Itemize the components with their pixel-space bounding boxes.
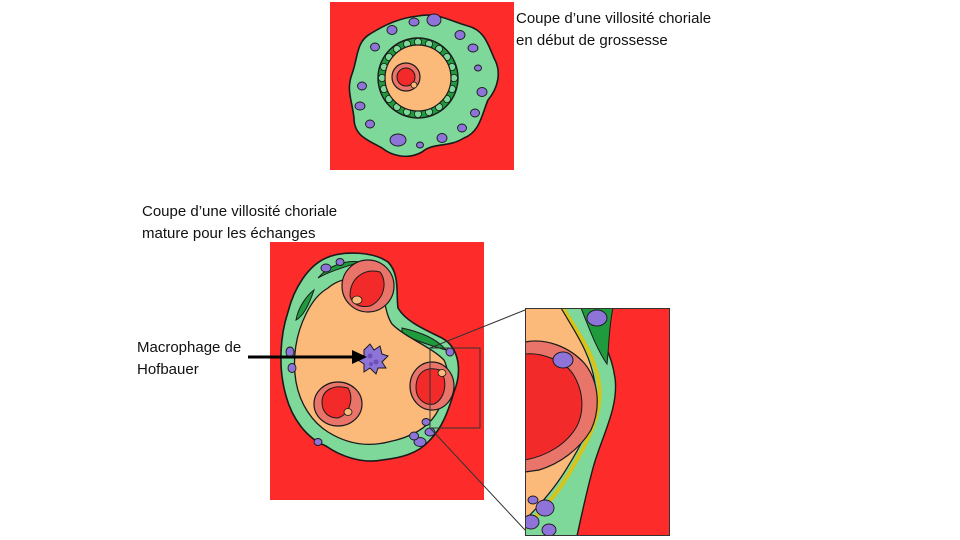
hofbauer-label: Macrophage de Hofbauer <box>137 337 241 381</box>
caption-early-villus: Coupe d’une villosité choriale en début … <box>516 8 711 52</box>
capillary-cell-nucleus <box>410 81 418 89</box>
fetal-capillary-top <box>341 259 395 313</box>
fetal-capillary-lumen <box>396 67 416 87</box>
magnified-exchange-figure <box>525 308 670 536</box>
syncytial-nuclei-zoom <box>525 309 608 536</box>
caption-early-line1: Coupe d’une villosité choriale <box>516 10 712 27</box>
cytotrophoblast-cell-left <box>295 288 315 321</box>
endothelial-nucleus-zoom <box>552 351 574 369</box>
caption-mature-line1: Coupe d’une villosité choriale <box>142 203 338 220</box>
fetal-capillary-right <box>409 361 455 411</box>
early-villus-figure <box>330 2 514 170</box>
caption-mature-line2: mature pour les échanges <box>142 225 316 242</box>
hofbauer-label-line2: Hofbauer <box>137 361 199 378</box>
caption-mature-villus: Coupe d’une villosité choriale mature po… <box>142 201 337 245</box>
zoom-frame <box>525 308 670 536</box>
syncytial-nuclei <box>354 13 488 149</box>
hofbauer-label-line1: Macrophage de <box>137 339 242 356</box>
mature-villus-figure <box>270 242 484 500</box>
fetal-capillary-bottom-left <box>313 381 363 427</box>
caption-early-line2: en début de grossesse <box>516 32 668 49</box>
